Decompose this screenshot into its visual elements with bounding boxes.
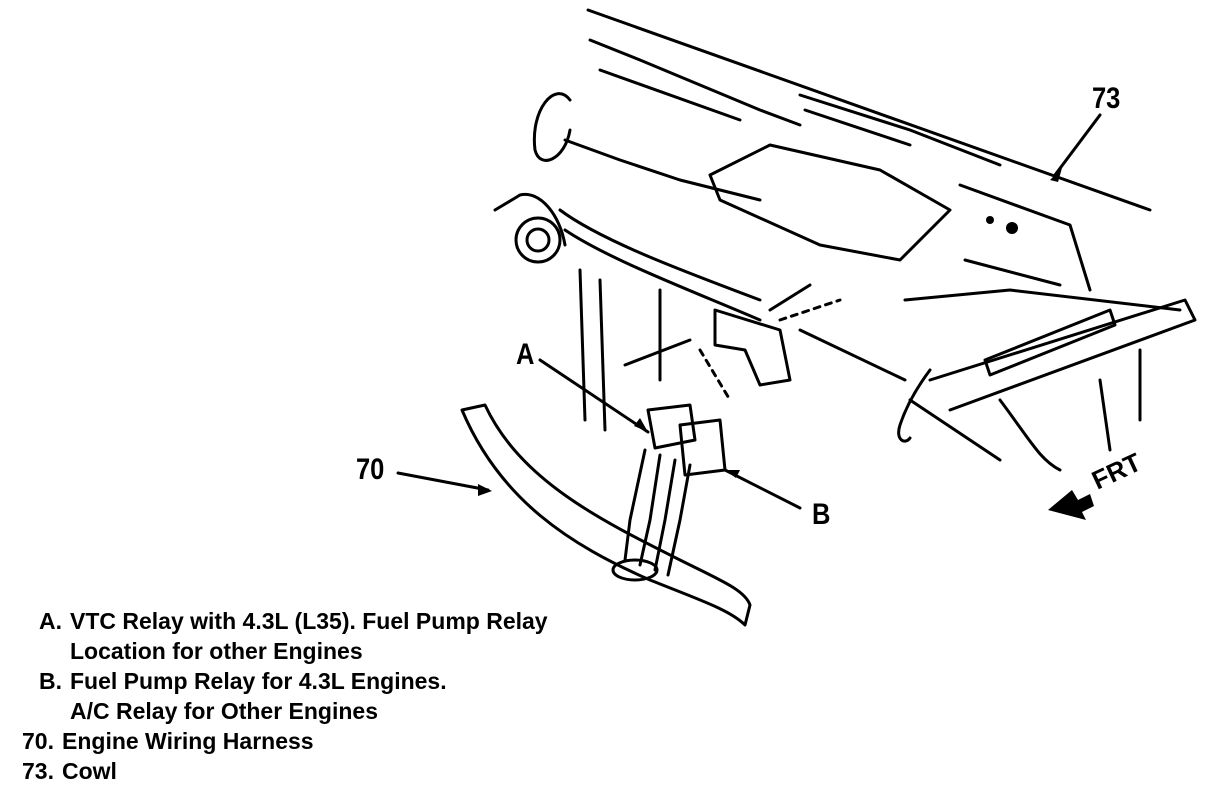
relay-b xyxy=(678,418,727,477)
callout-b: B xyxy=(812,498,831,531)
callout-a: A xyxy=(516,338,535,371)
legend: A. VTC Relay with 4.3L (L35). Fuel Pump … xyxy=(6,606,548,786)
legend-key: A. xyxy=(39,608,62,634)
bracket-slot xyxy=(983,308,1117,377)
legend-item-73: 73. Cowl xyxy=(6,756,548,786)
legend-text: A/C Relay for Other Engines xyxy=(70,698,379,724)
legend-key: 73. xyxy=(22,758,54,784)
relay-a xyxy=(646,403,697,450)
legend-item-a-cont: Location for other Engines xyxy=(6,636,548,666)
legend-key: B. xyxy=(39,668,62,694)
callout-70: 70 xyxy=(356,453,385,486)
legend-text: Cowl xyxy=(62,758,117,784)
legend-text: Location for other Engines xyxy=(70,638,363,664)
frt-arrow-icon xyxy=(1048,490,1094,520)
callout-73: 73 xyxy=(1092,82,1121,115)
wiring-harness-tube xyxy=(460,403,752,627)
legend-text: VTC Relay with 4.3L (L35). Fuel Pump Rel… xyxy=(70,608,548,634)
legend-item-b: B. Fuel Pump Relay for 4.3L Engines. xyxy=(6,666,548,696)
leader-a xyxy=(538,358,650,434)
relay-bracket xyxy=(713,308,792,387)
legend-item-a: A. VTC Relay with 4.3L (L35). Fuel Pump … xyxy=(6,606,548,636)
leader-73 xyxy=(1053,113,1102,177)
cowl-panel-edge xyxy=(588,38,802,127)
legend-key: 70. xyxy=(22,728,54,754)
cowl-vent-opening xyxy=(708,143,952,262)
leader-b xyxy=(723,468,802,510)
leader-70 xyxy=(396,471,490,492)
legend-text: Engine Wiring Harness xyxy=(62,728,314,754)
fender-arch xyxy=(532,92,572,162)
cowl-top-edge xyxy=(586,8,1152,212)
grommet xyxy=(514,216,562,264)
legend-item-b-cont: A/C Relay for Other Engines xyxy=(6,696,548,726)
legend-text: Fuel Pump Relay for 4.3L Engines. xyxy=(70,668,447,694)
legend-item-70: 70. Engine Wiring Harness xyxy=(6,726,548,756)
